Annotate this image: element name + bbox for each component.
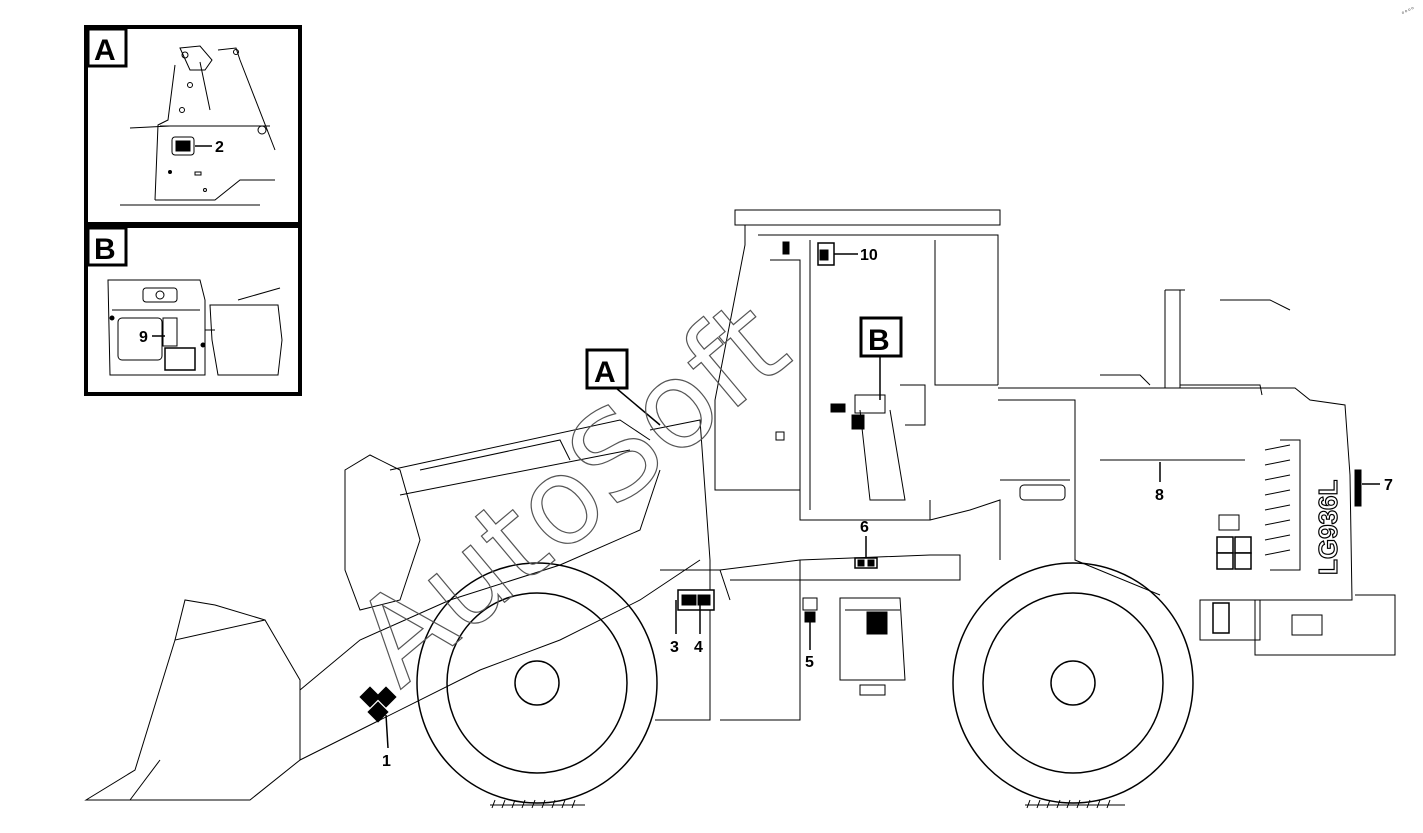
callout-leaders: [385, 253, 1380, 749]
view-marker-a-letter: A: [594, 356, 616, 389]
callout-10: 10: [860, 247, 878, 264]
view-marker-a: A: [585, 348, 661, 426]
callout-3: 3: [670, 639, 679, 656]
callout-1: 1: [382, 753, 391, 770]
detail-a-drawing: [120, 45, 276, 206]
callout-5: 5: [805, 654, 814, 671]
watermark: AutoSoft: [329, 274, 813, 712]
detail-box-a: A 2: [84, 25, 302, 226]
detail-a-letter: A: [94, 34, 116, 67]
callout-8: 8: [1155, 487, 1164, 504]
detail-box-b: B 9: [84, 224, 302, 396]
view-marker-b-letter: B: [868, 324, 890, 357]
front-wheel: [416, 562, 658, 804]
view-marker-b: B: [859, 316, 903, 400]
rear-wheel: [952, 562, 1194, 804]
callout-9: 9: [139, 329, 148, 346]
corner-mark: °°°°: [1401, 6, 1417, 19]
callout-2: 2: [215, 139, 224, 156]
wheel-loader-drawing: [84, 209, 1396, 801]
tire-tread: [490, 799, 1125, 809]
detail-b-letter: B: [94, 233, 116, 266]
model-marking: LG936L: [1313, 480, 1343, 575]
callout-6: 6: [860, 519, 869, 536]
callout-4: 4: [694, 639, 703, 656]
decal-blocks: [359, 241, 1362, 723]
detail-b-drawing: [107, 279, 283, 376]
callout-7: 7: [1384, 477, 1393, 494]
